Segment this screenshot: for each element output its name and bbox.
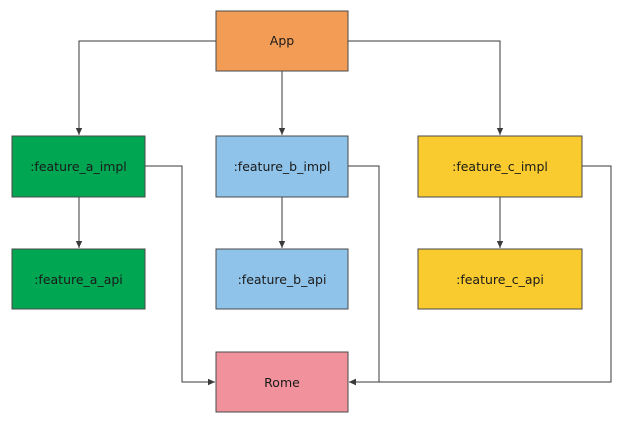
node-app-label: App (270, 33, 294, 48)
node-feature-b-api-label: :feature_b_api (238, 272, 327, 287)
node-feature-c-api-box (417, 248, 583, 310)
edge-app-to-feature-c-impl (348, 40, 504, 135)
node-feature-a-api-label: :feature_a_api (34, 272, 123, 287)
node-feature-c-impl: :feature_c_impl (417, 135, 583, 198)
node-feature-b-impl: :feature_b_impl (215, 135, 349, 198)
node-feature-a-impl-box (11, 135, 146, 198)
node-feature-a-api: :feature_a_api (11, 248, 146, 310)
node-feature-b-impl-label: :feature_b_impl (234, 159, 331, 174)
node-feature-c-impl-box (417, 135, 583, 198)
node-feature-b-api: :feature_b_api (215, 248, 349, 310)
edge-feature-a-impl-to-rome (145, 165, 215, 386)
node-feature-a-api-box (11, 248, 146, 310)
node-feature-b-api-box (215, 248, 349, 310)
node-rome-label: Rome (264, 375, 300, 390)
node-feature-c-api-label: :feature_c_api (456, 272, 544, 287)
edge-app-to-feature-a-impl (75, 40, 216, 135)
node-app: App (215, 10, 349, 72)
edge-feature-b-impl-to-rome (348, 165, 380, 386)
edges (75, 40, 612, 386)
node-feature-b-impl-box (215, 135, 349, 198)
node-feature-c-impl-label: :feature_c_impl (452, 159, 548, 174)
node-feature-c-api: :feature_c_api (417, 248, 583, 310)
node-feature-a-impl-label: :feature_a_impl (30, 159, 127, 174)
edge-feature-c-impl-to-rome (349, 165, 612, 386)
node-rome-box (215, 351, 349, 413)
node-rome: Rome (215, 351, 349, 413)
node-app-box (215, 10, 349, 72)
node-feature-a-impl: :feature_a_impl (11, 135, 146, 198)
